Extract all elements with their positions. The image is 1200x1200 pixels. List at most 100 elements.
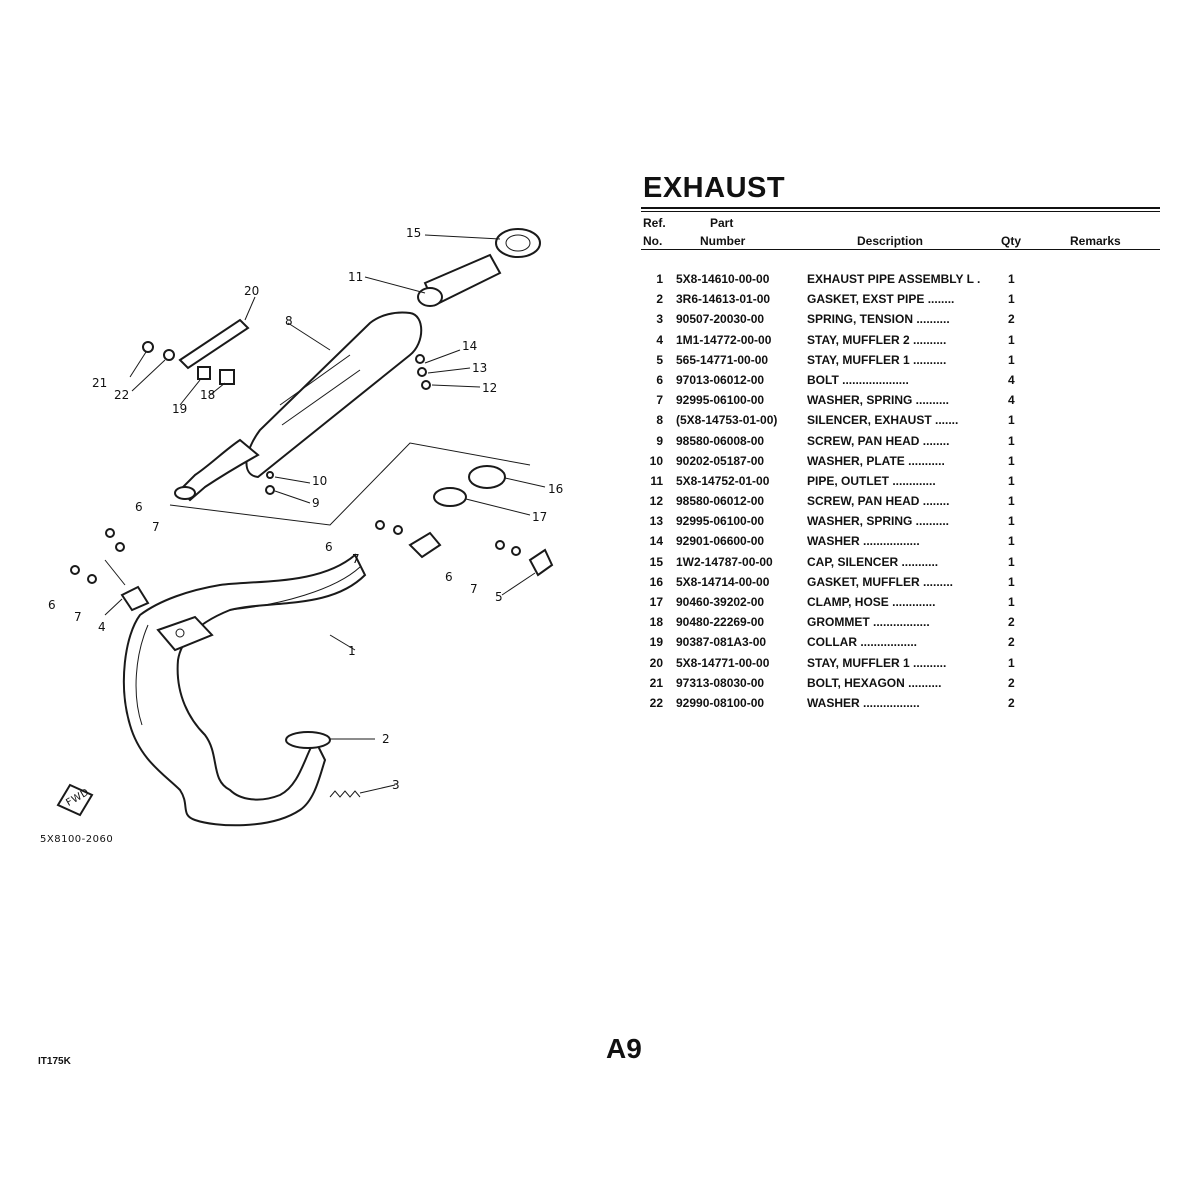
part-number: 90507-20030-00: [676, 312, 765, 327]
callout-22: 22: [114, 388, 129, 402]
callout-7c: 7: [470, 582, 478, 596]
table-row: 22 92990-08100-00 WASHER .................…: [641, 696, 1160, 716]
ref-no: 16: [649, 574, 663, 589]
callout-18: 18: [200, 388, 215, 402]
ref-no: 14: [649, 534, 663, 549]
part-qty: 2: [1008, 675, 1015, 690]
header-rule: [641, 249, 1160, 250]
part-description: STAY, MUFFLER 1 ..........: [807, 352, 947, 367]
table-row: 8(5X8-14753-01-00)SILENCER, EXHAUST ....…: [641, 413, 1160, 433]
callout-16: 16: [548, 482, 563, 496]
ref-no: 11: [650, 473, 663, 488]
callout-7: 7: [152, 520, 160, 534]
part-number: 90387-081A3-00: [676, 635, 767, 650]
part-qty: 1: [1008, 473, 1015, 488]
callout-6c: 6: [445, 570, 453, 584]
part-qty: 2: [1008, 312, 1015, 327]
part-qty: 1: [1008, 574, 1015, 589]
ref-no: 8: [656, 413, 663, 428]
ref-no: 1: [656, 272, 663, 286]
part-number: 565-14771-00-00: [676, 352, 769, 367]
ref-no: 15: [649, 554, 663, 569]
ref-no: 2: [656, 292, 663, 307]
part-qty: 1: [1008, 413, 1015, 428]
table-row: 2 3R6-14613-01-00 GASKET, EXST PIPE ......…: [641, 292, 1160, 312]
callout-6b: 6: [325, 540, 333, 554]
part-number: 1M1-14772-00-00: [676, 332, 772, 347]
callout-19: 19: [172, 402, 187, 416]
header-ref-line2: No.: [643, 234, 663, 248]
diagram-code: 5X8100-2060: [40, 834, 113, 845]
part-number: 92990-08100-00: [676, 695, 765, 710]
part-description: BOLT ....................: [807, 372, 909, 387]
ref-no: 19: [649, 635, 663, 650]
part-description: GASKET, MUFFLER .........: [807, 574, 954, 589]
table-row: 11 5X8-14752-01-00 PIPE, OUTLET ..........…: [641, 474, 1160, 494]
header-qty: Qty: [1001, 234, 1022, 248]
callout-17: 17: [532, 510, 547, 524]
header-part-line2: Number: [700, 234, 746, 248]
parts-table: 1 5X8-14610-00-00 EXHAUST PIPE ASSEMBLY L …: [641, 272, 1160, 716]
part-number: 90202-05187-00: [676, 453, 765, 468]
ref-no: 6: [656, 372, 663, 387]
ref-no: 22: [649, 695, 663, 710]
part-spring-tension: [329, 790, 361, 798]
part-description: WASHER, PLATE ...........: [807, 453, 945, 468]
callout-21: 21: [92, 376, 107, 390]
part-number: 90460-39202-00: [676, 595, 765, 609]
part-number: 92995-06100-00: [676, 393, 765, 408]
part-description: EXHAUST PIPE ASSEMBLY L .: [807, 272, 981, 286]
model-code: IT175K: [38, 1056, 71, 1067]
part-description: SCREW, PAN HEAD ........: [807, 433, 950, 448]
part-number: 5X8-14610-00-00: [676, 272, 770, 286]
title-rule-thick: [641, 207, 1160, 209]
part-number: 3R6-14613-01-00: [676, 292, 771, 307]
fwd-arrow-icon: [56, 783, 94, 817]
diagram-svg: 1 2 3 4 5 6 7 8 9 10 11 12 13 14 15 16 1…: [40, 226, 563, 845]
part-qty: 2: [1008, 695, 1015, 710]
header-ref-line1: Ref.: [643, 216, 666, 230]
part-number: 97313-08030-00: [676, 675, 765, 690]
header-description: Description: [857, 234, 924, 248]
part-description: STAY, MUFFLER 2 ..........: [807, 332, 947, 347]
part-number: 92995-06100-00: [676, 514, 765, 529]
part-description: PIPE, OUTLET .............: [807, 473, 936, 488]
ref-no: 12: [649, 494, 663, 509]
part-description: BOLT, HEXAGON ..........: [807, 675, 942, 690]
callout-2: 2: [382, 732, 390, 746]
part-description: GASKET, EXST PIPE ........: [807, 292, 955, 307]
header-part-line1: Part: [710, 216, 734, 230]
callout-15: 15: [406, 226, 421, 240]
part-qty: 1: [1008, 272, 1015, 286]
part-gasket-exst-pipe: [285, 731, 331, 749]
part-number: 92901-06600-00: [676, 534, 765, 549]
part-exhaust-pipe: [122, 553, 367, 827]
part-stay-muffler-1-upper: [178, 318, 250, 370]
part-description: SPRING, TENSION ..........: [807, 312, 950, 327]
part-qty: 1: [1008, 332, 1015, 347]
part-number: 5X8-14752-01-00: [676, 473, 770, 488]
ref-no: 5: [656, 352, 663, 367]
part-cap-silencer: [495, 228, 541, 258]
part-stay-muffler-2: [156, 615, 214, 652]
part-qty: 1: [1008, 292, 1015, 307]
ref-no: 4: [656, 332, 663, 347]
page-number: A9: [606, 1033, 642, 1064]
callout-7d: 7: [74, 610, 82, 624]
part-description: WASHER .................: [807, 695, 920, 710]
part-qty: 1: [1008, 655, 1015, 670]
part-qty: 1: [1008, 514, 1015, 529]
table-row: 4 1M1-14772-00-00 STAY, MUFFLER 2 ........…: [641, 333, 1160, 353]
part-number: 98580-06008-00: [676, 433, 765, 448]
callout-7b: 7: [352, 552, 360, 566]
